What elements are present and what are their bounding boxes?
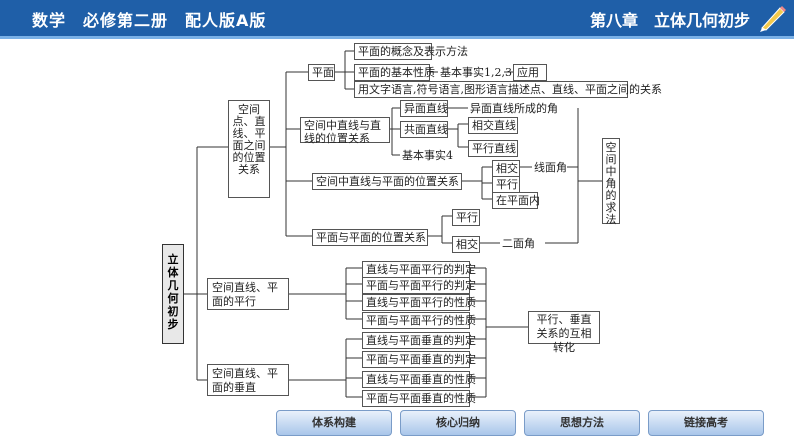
node-par-1: 直线与平面平行的判定 — [362, 261, 476, 278]
header-right-title: 第八章 立体几何初步 — [589, 11, 750, 30]
node-perp-4: 平面与平面垂直的性质 — [362, 390, 476, 407]
node-application: 应用 — [513, 64, 547, 81]
nav-exam-link-button[interactable]: 链接高考 — [648, 410, 764, 436]
node-perp-2: 平面与平面垂直的判定 — [362, 351, 476, 368]
node-basic-fact-4: 基本事实4 — [402, 149, 453, 162]
nav-core-summary-button[interactable]: 核心归纳 — [400, 410, 516, 436]
node-lp-in-plane: 在平面内 — [492, 192, 540, 209]
root-node: 立体几何初步 — [162, 244, 184, 344]
branch-perpendicular: 空间直线、平面的垂直 — [207, 364, 289, 396]
node-line-plane-angle: 线面角 — [534, 161, 567, 174]
header-underline — [0, 36, 794, 39]
node-par-2: 平面与平面平行的判定 — [362, 277, 476, 294]
node-plane: 平面 — [308, 64, 335, 81]
nav-system-build-button[interactable]: 体系构建 — [276, 410, 392, 436]
node-angle-method: 空间中角的求法 — [602, 138, 620, 226]
node-plane-concept: 平面的概念及表示方法 — [354, 43, 468, 60]
node-pp-intersect: 相交 — [452, 236, 480, 253]
node-pp-parallel: 平行 — [452, 209, 480, 226]
pencil-icon — [760, 6, 786, 32]
node-perp-3: 直线与平面垂直的性质 — [362, 371, 476, 388]
node-lp-parallel: 平行 — [492, 176, 520, 193]
nav-method-button[interactable]: 思想方法 — [524, 410, 640, 436]
node-line-line: 空间中直线与直线的位置关系 — [300, 117, 390, 145]
node-parallel-lines: 平行直线 — [468, 140, 518, 157]
node-par-4: 平面与平面平行的性质 — [362, 312, 476, 329]
branch-points-lines-planes: 空间点、直线、平面之间的位置关系 — [228, 100, 270, 198]
node-dihedral: 二面角 — [502, 237, 535, 250]
bottom-nav: 体系构建 核心归纳 思想方法 链接高考 — [276, 410, 770, 436]
node-basic-facts: 基本事实1,2,3 — [440, 66, 512, 79]
node-par-3: 直线与平面平行的性质 — [362, 294, 476, 311]
node-coplanar-lines: 共面直线 — [400, 121, 448, 138]
node-intersecting-lines: 相交直线 — [468, 117, 518, 134]
node-perp-1: 直线与平面垂直的判定 — [362, 332, 476, 349]
node-skew-lines: 异面直线 — [400, 100, 448, 117]
node-transform: 平行、垂直关系的互相转化 — [528, 311, 600, 354]
node-plane-plane: 平面与平面的位置关系 — [312, 229, 428, 246]
node-skew-angle: 异面直线所成的角 — [470, 102, 558, 115]
node-plane-properties: 平面的基本性质 — [354, 64, 435, 81]
node-line-plane: 空间中直线与平面的位置关系 — [312, 173, 462, 190]
header-bar: 数学 必修第二册 配人版A版 第八章 立体几何初步 — [0, 0, 794, 36]
header-left-title: 数学 必修第二册 配人版A版 — [32, 11, 267, 30]
node-lp-intersect: 相交 — [492, 160, 520, 177]
branch-parallel: 空间直线、平面的平行 — [207, 278, 289, 310]
node-plane-languages: 用文字语言,符号语言,图形语言描述点、直线、平面之间的关系 — [354, 81, 662, 98]
